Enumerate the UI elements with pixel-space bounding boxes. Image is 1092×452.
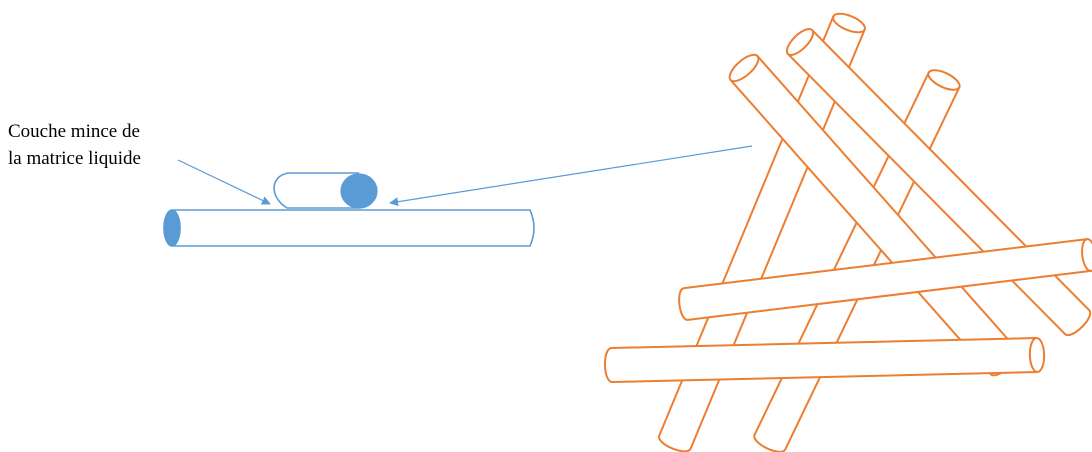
orange-fiber-open-end [1029, 338, 1044, 372]
fiber-contact-detail [164, 146, 752, 246]
orange-fiber-6 [605, 338, 1045, 382]
zoom-arrow [390, 146, 752, 203]
label-arrow [178, 160, 270, 204]
lower-fiber [164, 210, 534, 246]
upper-fiber-end [341, 174, 377, 208]
upper-fiber [274, 173, 377, 208]
fiber-network [605, 10, 1092, 452]
orange-fiber-body [605, 338, 1037, 382]
lower-fiber-end [164, 210, 180, 246]
